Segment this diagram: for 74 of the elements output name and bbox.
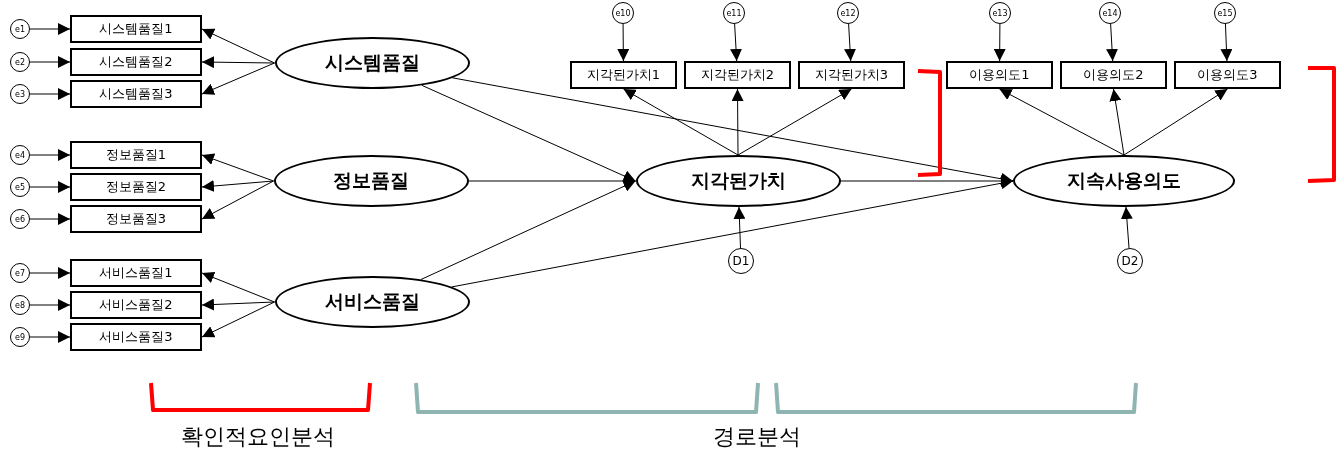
latent-ellipse: 서비스품질 xyxy=(274,276,470,328)
indicator-box: 정보품질2 xyxy=(70,173,202,201)
disturbance-circle: D1 xyxy=(728,248,754,274)
latent-ellipse: 시스템품질 xyxy=(274,37,470,89)
arrow xyxy=(29,213,71,225)
indicator-box: 서비스품질1 xyxy=(70,259,202,287)
error-circle: e4 xyxy=(10,145,30,165)
error-circle: e5 xyxy=(10,177,30,197)
section-label: 확인적요인분석 xyxy=(181,423,335,451)
arrow xyxy=(201,301,275,338)
arrow xyxy=(29,299,71,311)
error-circle: e1 xyxy=(10,19,30,39)
indicator-box: 시스템품질3 xyxy=(70,80,202,108)
arrow xyxy=(201,62,275,95)
arrow xyxy=(993,23,1006,62)
arrow xyxy=(201,153,274,182)
arrow xyxy=(1109,88,1125,156)
arrow xyxy=(737,88,852,156)
indicator-box: 이용의도2 xyxy=(1060,61,1167,89)
latent-ellipse: 정보품질 xyxy=(273,155,469,207)
arrow xyxy=(730,23,742,62)
indicator-box: 지각된가치2 xyxy=(684,61,791,89)
arrow xyxy=(201,180,274,192)
arrow xyxy=(29,331,71,343)
arrow xyxy=(1106,23,1118,62)
arrow xyxy=(201,28,275,64)
arrow xyxy=(201,298,275,311)
indicator-box: 정보품질3 xyxy=(70,205,202,233)
indicator-box: 지각된가치1 xyxy=(570,61,677,89)
arrow xyxy=(29,56,71,68)
section-label: 경로분석 xyxy=(713,423,801,451)
error-circle: e10 xyxy=(612,2,634,24)
error-circle: e15 xyxy=(1214,2,1236,24)
error-circle: e2 xyxy=(10,52,30,72)
latent-ellipse: 지각된가치 xyxy=(635,155,841,207)
indicator-box: 이용의도3 xyxy=(1174,61,1281,89)
arrow xyxy=(29,181,71,193)
arrow xyxy=(201,180,274,220)
arrow xyxy=(29,88,71,100)
arrow xyxy=(29,149,71,161)
error-circle: e13 xyxy=(989,2,1011,24)
indicator-box: 정보품질1 xyxy=(70,141,202,169)
error-circle: e14 xyxy=(1099,2,1121,24)
arrow xyxy=(733,206,746,249)
arrow xyxy=(999,88,1125,156)
indicator-box: 이용의도1 xyxy=(946,61,1053,89)
arrow xyxy=(840,175,1014,187)
error-circle: e12 xyxy=(837,2,859,24)
error-circle: e9 xyxy=(10,327,30,347)
error-circle: e7 xyxy=(10,263,30,283)
error-circle: e8 xyxy=(10,295,30,315)
disturbance-circle: D2 xyxy=(1117,248,1143,274)
arrow xyxy=(844,23,856,62)
indicator-box: 서비스품질3 xyxy=(70,323,202,351)
arrow xyxy=(731,88,744,156)
error-circle: e3 xyxy=(10,84,30,104)
arrow xyxy=(451,77,1014,185)
error-circle: e6 xyxy=(10,209,30,229)
arrow xyxy=(1123,88,1228,156)
arrow xyxy=(1120,206,1133,249)
indicator-box: 시스템품질1 xyxy=(70,15,202,43)
indicator-box: 서비스품질2 xyxy=(70,291,202,319)
indicator-box: 지각된가치3 xyxy=(798,61,905,89)
arrow xyxy=(201,271,275,303)
arrow xyxy=(29,267,71,279)
arrow xyxy=(451,177,1014,288)
arrow xyxy=(623,88,739,156)
arrow xyxy=(201,56,275,69)
arrow xyxy=(1220,23,1233,62)
arrow xyxy=(617,23,630,62)
arrow xyxy=(29,23,71,35)
error-circle: e11 xyxy=(723,2,745,24)
indicator-box: 시스템품질2 xyxy=(70,48,202,76)
latent-ellipse: 지속사용의도 xyxy=(1013,155,1235,207)
